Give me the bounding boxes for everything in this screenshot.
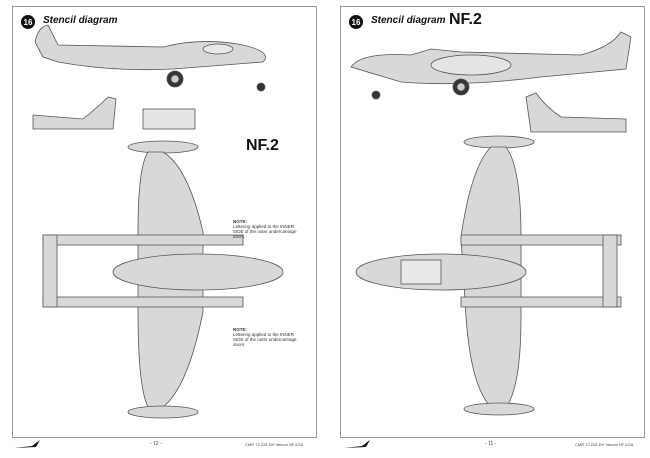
note-text: Lettering applied to the INNER SIDE of t… [233, 332, 297, 347]
page-number-left: - 12 - [150, 441, 162, 447]
top-view [355, 135, 622, 416]
variant-label: NF.2 [246, 137, 279, 154]
undercarriage-door [142, 108, 196, 130]
footer-code-left: CMR 72.228 DH Venom NF.2/2A [245, 442, 304, 447]
note-heading: NOTE: [233, 327, 247, 332]
footer-code-right: CMR 72.228 DH Venom NF.2/2A [575, 442, 634, 447]
aircraft-drawings-left [32, 24, 284, 419]
page-title: Stencil diagram [43, 15, 118, 26]
note-text: Lettering applied to the INNER SIDE of t… [233, 224, 297, 239]
step-badge: 16 [21, 15, 35, 29]
brand-logo-icon [14, 440, 40, 448]
brand-logo-icon [344, 440, 370, 448]
side-view [34, 24, 266, 92]
note-upper: NOTE: Lettering applied to the INNER SID… [233, 219, 303, 239]
note-lower: NOTE: Lettering applied to the INNER SID… [233, 327, 303, 347]
page-title: Stencil diagram [371, 15, 446, 26]
page-number-right: - 11 - [485, 441, 497, 447]
tail-fin-view [32, 96, 117, 130]
right-page: 16 Stencil diagram NF.2 [340, 6, 645, 438]
tail-fin-view [525, 92, 627, 133]
step-badge: 16 [349, 15, 363, 29]
top-view [42, 140, 284, 419]
aircraft-drawings-right [350, 31, 632, 416]
side-view [350, 31, 632, 100]
left-page: 16 Stencil diagram NF.2 NOTE: Letterin [12, 6, 317, 438]
variant-label: NF.2 [449, 11, 482, 28]
note-heading: NOTE: [233, 219, 247, 224]
